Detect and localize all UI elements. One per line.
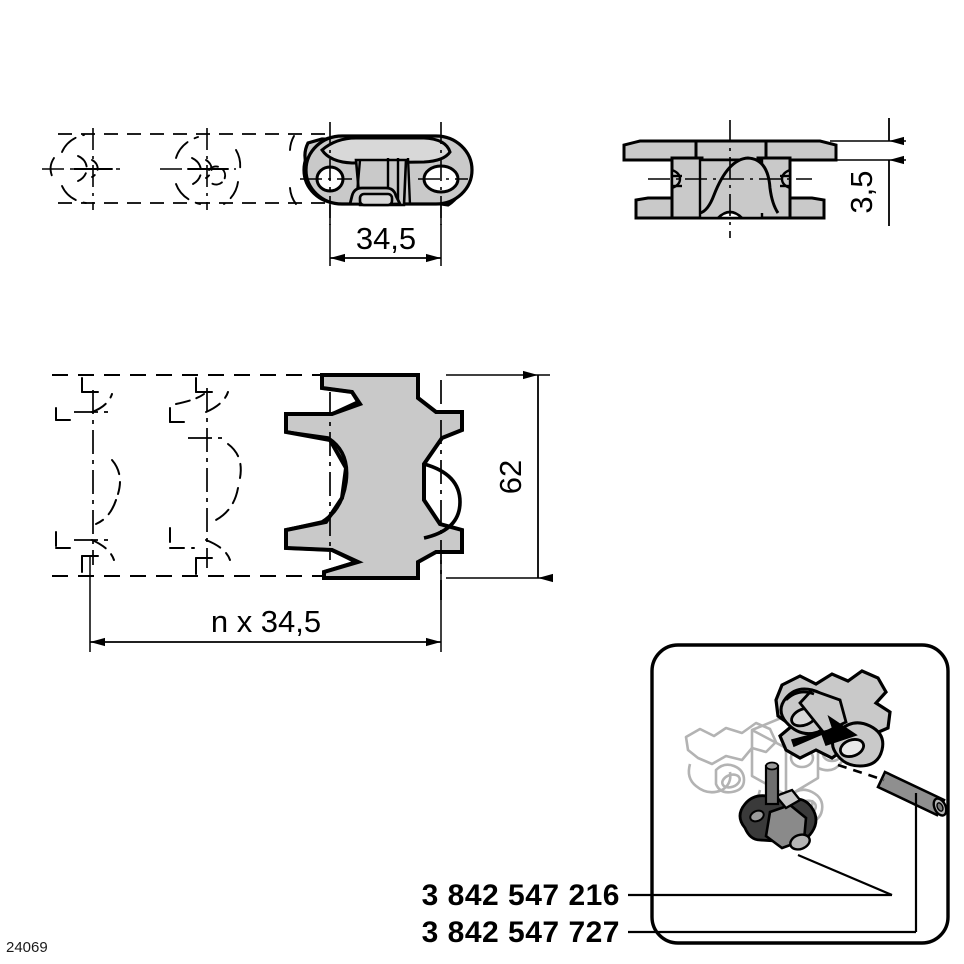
lower-assembly-pin (764, 761, 780, 806)
lower-pivot-body (738, 788, 818, 851)
side-view-centerlines (648, 120, 812, 238)
pin-insertion-axis (837, 763, 885, 782)
side-top-plate (694, 139, 768, 162)
view-plan: 62 n x 34,5 (52, 370, 553, 652)
view-front-elevation: 34,5 (42, 122, 474, 266)
link-front-body (302, 134, 474, 207)
callout-leader-216 (628, 853, 893, 897)
view-side-section: 3,5 (622, 118, 906, 238)
plan-ghost-link-1-centerline (74, 390, 112, 565)
callout-number-727: 3 842 547 727 (422, 916, 620, 949)
callout-number-216: 3 842 547 216 (422, 879, 620, 912)
plan-ghost-link-2-centerline (188, 388, 226, 568)
assembly-direction-arrow (790, 715, 858, 748)
plan-phantom-envelope (52, 374, 330, 577)
plan-ghost-link-1 (55, 377, 121, 573)
dim-62-label: 62 (493, 460, 528, 494)
dim-3-5-label: 3,5 (844, 170, 879, 213)
dim-nx345-label: n x 34,5 (211, 604, 321, 639)
side-arch-profile (699, 156, 780, 215)
figure-id-label: 24069 (6, 939, 48, 956)
dim-34-5-label: 34,5 (356, 221, 416, 256)
ghost-link-1 (49, 134, 113, 204)
detail-box (650, 643, 950, 945)
solid-link-left-partial (289, 135, 297, 205)
dim-nx345-extension-lines (89, 556, 442, 652)
side-pivot-detail-right (780, 168, 792, 190)
connecting-pin (876, 770, 948, 817)
upper-link-plate (774, 669, 892, 768)
callout-leader-727 (628, 793, 918, 934)
part-number-callouts: 3 842 547 216 3 842 547 727 (422, 793, 918, 949)
